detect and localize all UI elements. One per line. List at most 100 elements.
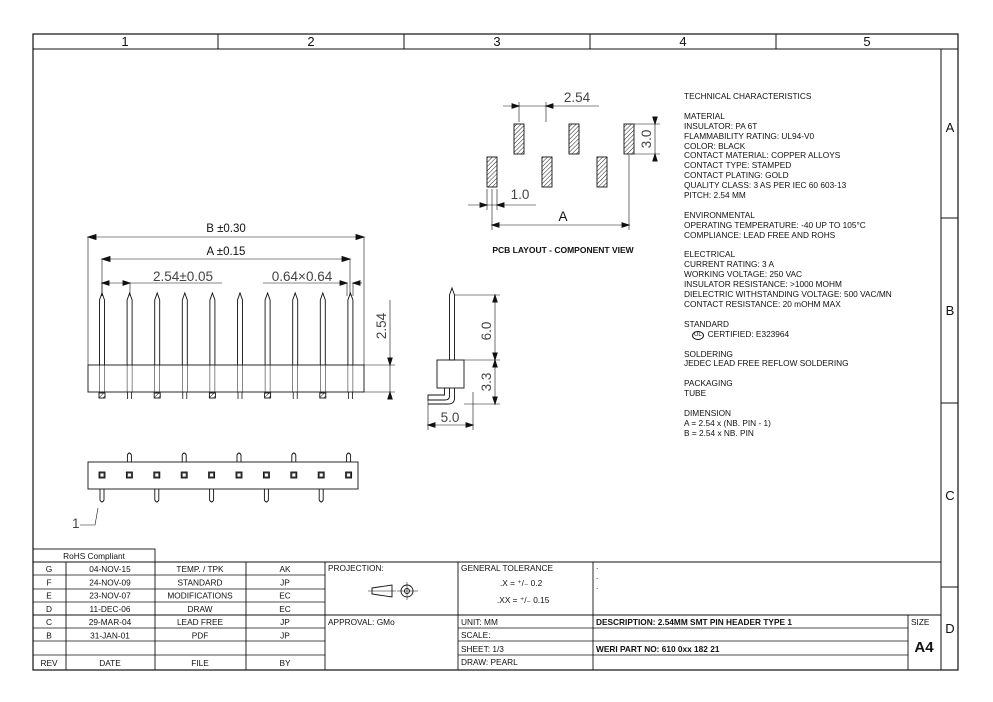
description-label: DESCRIPTION: 2.54MM SMT PIN HEADER TYPE … bbox=[596, 617, 792, 627]
revision-by-cell: JP bbox=[280, 631, 290, 641]
tolerance-x: .X = ⁺/₋ 0.2 bbox=[500, 578, 543, 588]
frame-row-a: A bbox=[946, 120, 955, 135]
smt-pad bbox=[319, 392, 327, 399]
pcb-pad bbox=[513, 123, 525, 155]
revision-rev-cell: C bbox=[46, 617, 52, 627]
part-number-label: WERI PART NO: 610 0xx 182 21 bbox=[596, 644, 720, 654]
revision-rev-cell: G bbox=[46, 564, 52, 574]
electrical-line: WORKING VOLTAGE: 250 VAC bbox=[684, 269, 803, 280]
bottom-housing bbox=[87, 461, 359, 490]
bottom-pins bbox=[98, 452, 353, 503]
smt-lead-bottom bbox=[154, 489, 160, 503]
size-caption: SIZE bbox=[911, 617, 930, 627]
approval-label: APPROVAL: GMo bbox=[328, 617, 395, 627]
front-pins bbox=[99, 291, 354, 365]
pin-square-center bbox=[237, 473, 241, 477]
dim-a-label: A ±0.15 bbox=[207, 246, 246, 258]
dimension-header: DIMENSION bbox=[684, 407, 732, 418]
dim-pitch-label: 2.54±0.05 bbox=[153, 269, 213, 284]
front-bottom-pads bbox=[98, 392, 353, 399]
material-header: MATERIAL bbox=[684, 110, 725, 121]
side-dim-lower: 3.3 bbox=[479, 373, 494, 392]
pcb-pad bbox=[486, 156, 498, 188]
revision-by-cell: EC bbox=[279, 604, 291, 614]
soldering-line: JEDEC LEAD FREE REFLOW SOLDERING bbox=[684, 358, 849, 369]
revision-by-cell: JP bbox=[280, 617, 290, 627]
pin-square-center bbox=[319, 473, 323, 477]
pcb-layout bbox=[468, 102, 660, 230]
packaging-header: PACKAGING bbox=[684, 378, 733, 389]
revision-date-cell: 11-DEC-06 bbox=[90, 604, 131, 614]
pin-square-center bbox=[264, 473, 268, 477]
tech-title: TECHNICAL CHARACTERISTICS bbox=[684, 91, 812, 101]
revision-date-cell: 24-NOV-09 bbox=[89, 577, 131, 587]
material-line: CONTACT PLATING: GOLD bbox=[684, 170, 789, 181]
electrical-line: CURRENT RATING: 3 A bbox=[684, 259, 775, 270]
pin-square-center bbox=[182, 473, 186, 477]
pin-square-center bbox=[292, 473, 296, 477]
material-line: CONTACT MATERIAL: COPPER ALLOYS bbox=[684, 150, 841, 161]
pcb-span-label: A bbox=[558, 209, 567, 224]
header-pin bbox=[154, 291, 161, 365]
pcb-layout-caption: PCB LAYOUT - COMPONENT VIEW bbox=[492, 245, 634, 255]
rohs-label: RoHS Compliant bbox=[63, 551, 125, 561]
rev-header-by: BY bbox=[279, 658, 291, 668]
pin-square-center bbox=[127, 473, 131, 477]
header-pin bbox=[347, 291, 354, 365]
material-line: PITCH: 2.54 MM bbox=[684, 190, 746, 201]
pcb-pitch-label: 2.54 bbox=[564, 90, 591, 105]
header-pin bbox=[99, 291, 105, 365]
smt-lead-top bbox=[126, 452, 132, 462]
header-pin bbox=[319, 291, 326, 365]
smt-lead-top bbox=[291, 452, 297, 462]
note-dot: . bbox=[596, 561, 598, 571]
environmental-line: COMPLIANCE: LEAD FREE AND ROHS bbox=[684, 229, 836, 240]
material-line: CONTACT TYPE: STAMPED bbox=[684, 160, 792, 171]
soldering-header: SOLDERING bbox=[684, 348, 733, 359]
dim-b-label: B ±0.30 bbox=[206, 223, 246, 235]
ul-mark-icon: UL bbox=[692, 330, 704, 340]
rev-header-file: FILE bbox=[191, 658, 209, 668]
header-pin bbox=[209, 291, 216, 365]
dimension-line: B = 2.54 x NB. PIN bbox=[684, 427, 754, 438]
frame-row-d: D bbox=[945, 621, 954, 636]
pcb-pad bbox=[568, 123, 580, 155]
pin-square-center bbox=[100, 473, 104, 477]
note-dot: . bbox=[596, 581, 598, 591]
projection-label: PROJECTION: bbox=[328, 563, 384, 573]
frame-col-1: 1 bbox=[121, 34, 128, 49]
side-dim-upper: 6.0 bbox=[479, 322, 494, 341]
rev-header-date: DATE bbox=[99, 658, 121, 668]
revision-rev-cell: D bbox=[46, 604, 52, 614]
dim-pin-size-label: 0.64×0.64 bbox=[272, 269, 333, 284]
smt-pad bbox=[208, 392, 216, 399]
smt-pad bbox=[153, 392, 161, 399]
pin-square-center bbox=[155, 473, 159, 477]
revision-date-cell: 04-NOV-15 bbox=[89, 564, 131, 574]
front-housing bbox=[87, 364, 365, 393]
revision-by-cell: EC bbox=[279, 591, 291, 601]
dimension-line: A = 2.54 x (NB. PIN - 1) bbox=[684, 417, 771, 428]
frame-col-4: 4 bbox=[679, 34, 686, 49]
projection-symbol-icon bbox=[368, 582, 418, 600]
technical-characteristics: TECHNICAL CHARACTERISTICS MATERIAL INSUL… bbox=[684, 91, 934, 439]
smt-lead-top bbox=[346, 452, 352, 462]
side-dim-width: 5.0 bbox=[441, 410, 460, 425]
environmental-line: OPERATING TEMPERATURE: -40 UP TO 105°C bbox=[684, 219, 866, 230]
frame-col-3: 3 bbox=[493, 34, 500, 49]
electrical-header: ELECTRICAL bbox=[684, 249, 736, 260]
material-line: INSULATOR: PA 6T bbox=[684, 120, 758, 131]
electrical-line: INSULATOR RESISTANCE: >1000 MOHM bbox=[684, 279, 842, 290]
revision-file-cell: DRAW bbox=[187, 604, 212, 614]
frame-col-2: 2 bbox=[307, 34, 314, 49]
environmental-header: ENVIRONMENTAL bbox=[684, 209, 755, 220]
header-pin bbox=[181, 291, 188, 365]
pin-square-center bbox=[347, 473, 351, 477]
revision-rev-cell: E bbox=[46, 591, 52, 601]
revision-date-cell: 23-NOV-07 bbox=[89, 591, 131, 601]
dim-height-label: 2.54 bbox=[374, 312, 389, 339]
electrical-line: CONTACT RESISTANCE: 20 mOHM MAX bbox=[684, 298, 841, 309]
